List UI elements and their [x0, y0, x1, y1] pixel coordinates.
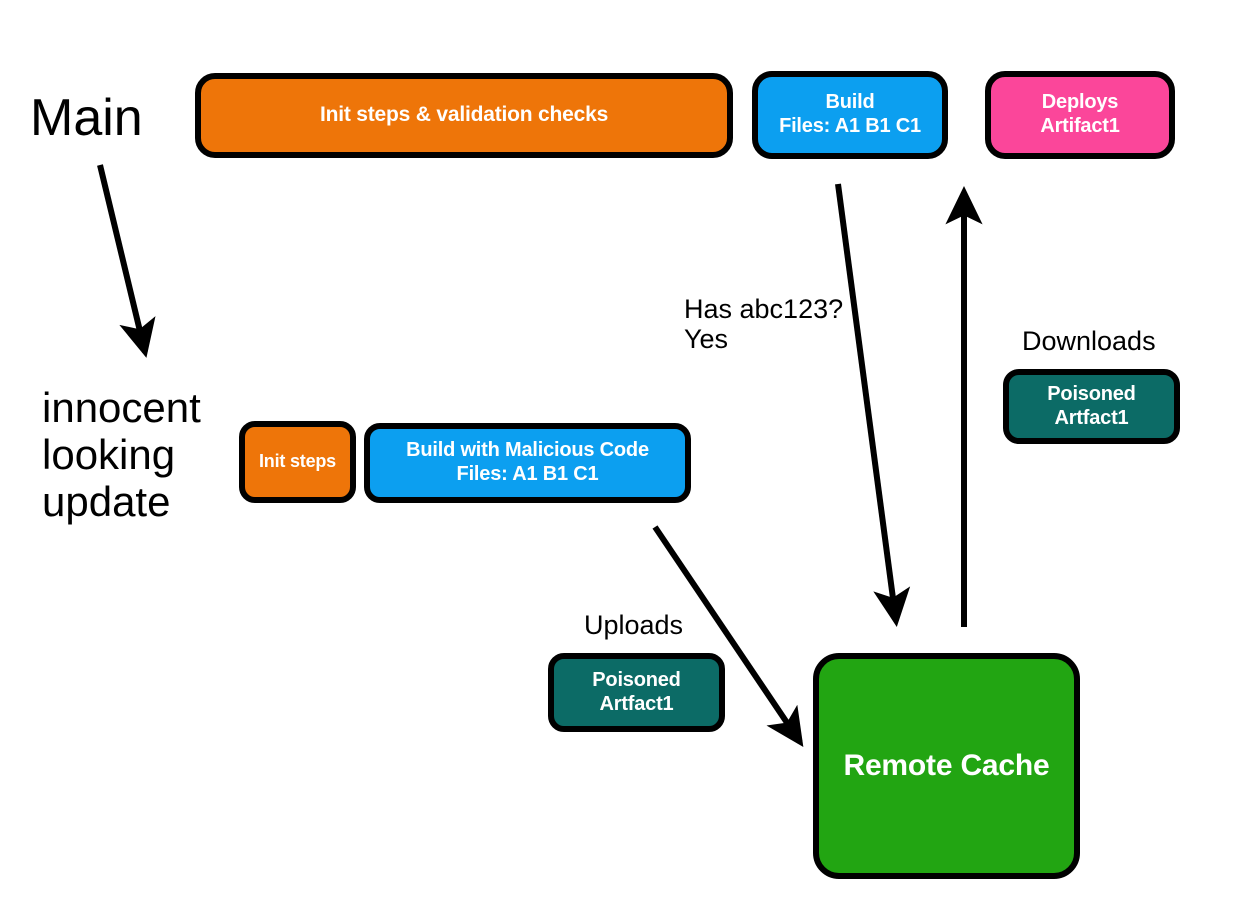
lane-label-innocent-update: innocent looking update	[42, 384, 201, 526]
node-poisoned-artifact-downloaded[interactable]: Poisoned Artfact1	[1003, 369, 1180, 444]
node-deploys-artifact1[interactable]: Deploys Artifact1	[985, 71, 1175, 159]
edge-label-cache-lookup: Has abc123? Yes	[684, 294, 844, 355]
node-poisoned-artifact-uploaded[interactable]: Poisoned Artfact1	[548, 653, 725, 732]
arrow-build-to-remote-cache	[835, 183, 911, 627]
node-init-steps-validation-checks[interactable]: Init steps & validation checks	[195, 73, 733, 158]
node-build-with-malicious-code[interactable]: Build with Malicious Code Files: A1 B1 C…	[364, 423, 691, 503]
node-init-steps[interactable]: Init steps	[239, 421, 356, 503]
edge-label-downloads: Downloads	[1022, 326, 1156, 356]
node-remote-cache[interactable]: Remote Cache	[813, 653, 1080, 879]
edge-label-uploads: Uploads	[584, 610, 684, 640]
node-build-main[interactable]: Build Files: A1 B1 C1	[752, 71, 948, 159]
arrow-main-to-branch	[97, 164, 156, 358]
lane-label-main: Main	[30, 89, 143, 147]
